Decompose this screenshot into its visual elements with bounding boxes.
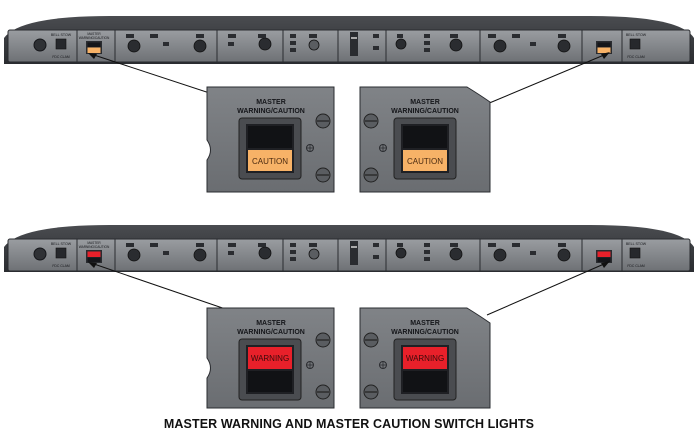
panel-right-switch-label: BELL STOW [626,242,647,246]
callout-title-line2: WARNING/CAUTION [237,108,305,115]
panel-right-bottom-label: FDC CLAM [627,264,645,268]
callout-title-line1: MASTER [256,320,286,327]
fastener-icon [306,144,314,152]
panel-section-dividers [76,30,623,62]
panel-left-bottom-label: FDC CLAM [52,264,70,268]
right-switch-light [629,247,641,259]
leader-line-bottom-right [486,263,605,316]
fastener-icon [379,361,387,369]
panel-center-controls [126,32,571,56]
panel-left-switch-label: BELL STOW [51,242,72,246]
caution-label-left: CAUTION [252,157,288,166]
left-knob [33,38,47,52]
caution-lamp-left [248,150,292,171]
left-switch-light [55,247,67,259]
panel-left-master-light-bottom [87,257,101,262]
panel-master-label-line1: MASTER [87,32,101,36]
panel-right-master-light-top [597,42,611,47]
panel-right-bottom-label: FDC CLAM [627,55,645,59]
glareshield-face [7,29,691,63]
panel-left-switch-label: BELL STOW [51,33,72,37]
callout-title-line1: MASTER [256,99,286,106]
panel-right-warning-lamp [597,251,611,257]
glareshield-panel-top: BELL STOW FDC CLAM MASTER WARNING/CAUTIO… [4,16,694,64]
callout-title-line2: WARNING/CAUTION [237,329,305,336]
panel-right-master-light-bottom [597,257,611,262]
panel-master-label-line2: WARNING/CAUTION [79,36,110,40]
figure-caption: MASTER WARNING AND MASTER CAUTION SWITCH… [163,417,535,431]
panel-section-dividers [76,239,623,271]
glareshield-panel-bottom: BELL STOW FDC CLAM MASTER WARNING/CAUTIO… [4,225,694,272]
right-switch-light [629,38,641,50]
callout-caution-left: MASTER WARNING/CAUTION CAUTION [206,86,335,193]
panel-center-controls [126,241,571,265]
panel-left-bottom-label: FDC CLAM [52,55,70,59]
warning-label-left: WARNING [251,354,289,363]
panel-master-label-line2: WARNING/CAUTION [79,245,110,249]
callout-warning-left: MASTER WARNING/CAUTION WARNING [206,307,335,409]
fastener-icon [379,144,387,152]
warning-lamp-right [403,347,447,369]
glareshield-face [7,238,691,272]
warning-lamp-left [248,347,292,369]
callout-title-line1: MASTER [410,320,440,327]
panel-left-warning-lamp [87,251,101,257]
panel-right-caution-lamp [597,47,611,53]
caution-label-right: CAUTION [407,157,443,166]
panel-left-master-light-top [87,42,101,47]
panel-master-label-line1: MASTER [87,241,101,245]
warning-label-right: WARNING [406,354,444,363]
fastener-icon [306,361,314,369]
panel-left-caution-lamp [87,47,101,53]
arrow-head-top-right [601,52,610,59]
callout-title-line1: MASTER [410,99,440,106]
caution-lamp-right [403,150,447,171]
callout-warning-right: MASTER WARNING/CAUTION WARNING [359,307,491,409]
arrow-head-bottom-left [88,262,97,268]
callout-title-line2: WARNING/CAUTION [391,108,459,115]
arrow-head-top-left [88,53,97,59]
leader-line-bottom-left [93,263,244,316]
left-knob [33,247,47,261]
callout-title-line2: WARNING/CAUTION [391,329,459,336]
left-switch-light [55,38,67,50]
leader-line-top-right [486,54,605,105]
callout-caution-right: MASTER WARNING/CAUTION CAUTION [359,86,491,193]
panel-right-switch-label: BELL STOW [626,33,647,37]
arrow-head-bottom-right [601,261,610,268]
